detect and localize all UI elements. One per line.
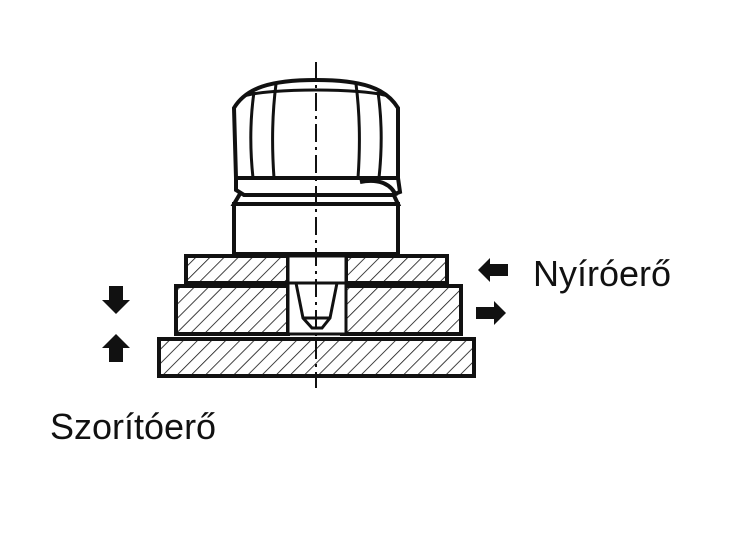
middle-plate-right xyxy=(340,284,463,336)
arrow-left-icon xyxy=(478,258,508,282)
arrow-down-icon xyxy=(102,286,130,314)
knob-swoosh xyxy=(359,178,398,197)
shear-force-label: Nyíróerő xyxy=(533,253,672,294)
arrow-right-icon xyxy=(476,301,506,325)
knob-flute-3 xyxy=(354,83,361,179)
knob-flute-4 xyxy=(376,91,383,179)
middle-plate-left xyxy=(174,284,290,336)
knob-flute-1 xyxy=(249,91,256,179)
arrow-up-icon xyxy=(102,334,130,362)
knob-flute-2 xyxy=(271,83,278,179)
clamping-force-label: Szorítóerő xyxy=(50,406,217,447)
top-plate-right xyxy=(344,254,449,285)
knob-top-edge xyxy=(243,88,389,98)
top-plate-left xyxy=(184,254,290,285)
